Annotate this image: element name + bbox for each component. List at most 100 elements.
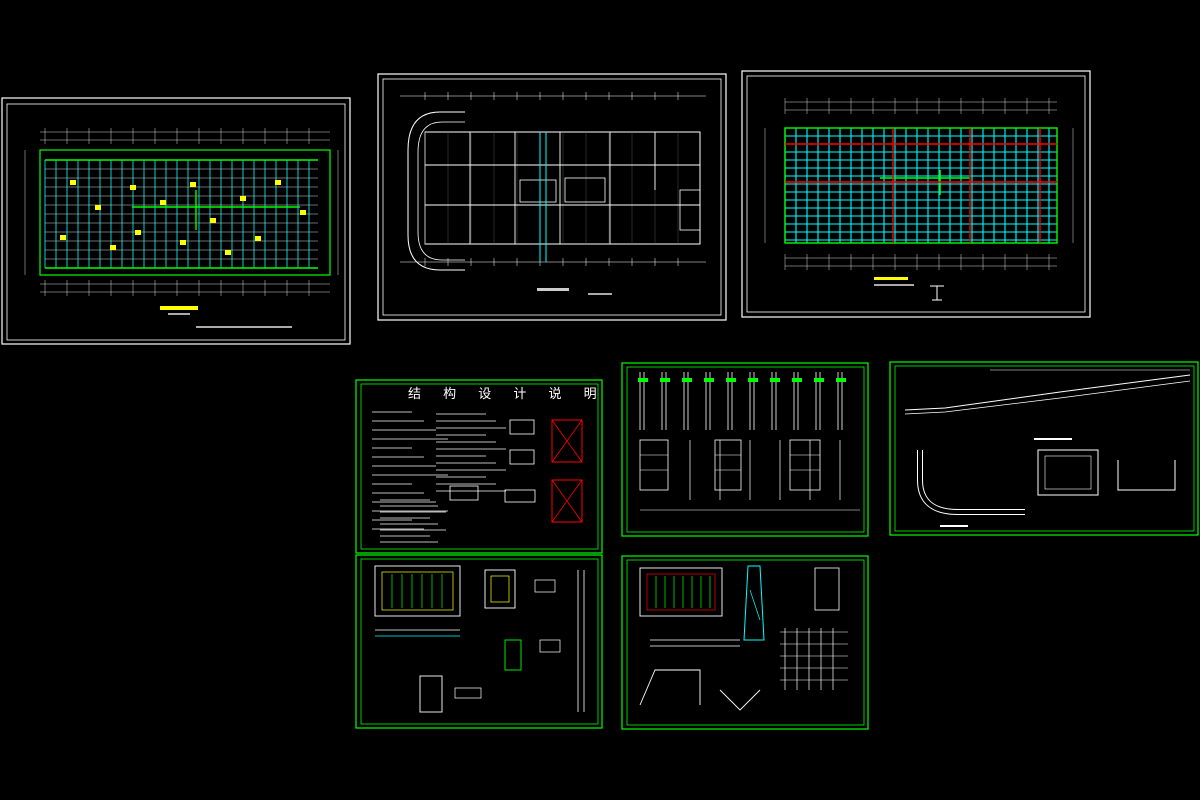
outline-wall xyxy=(39,149,331,276)
red-section-detail xyxy=(551,479,583,523)
small-detail xyxy=(509,419,535,435)
sheet-3-red-beams xyxy=(785,128,1057,243)
sheet-1-frame-outer xyxy=(1,97,351,345)
sheet-3-note-line xyxy=(874,284,914,286)
sheet-2-floor-plan[interactable] xyxy=(377,73,727,321)
sheet-6-curved-plan-inner xyxy=(918,450,1025,514)
sheet-5-frame-outer xyxy=(621,362,869,537)
sheet-4-frame-inner xyxy=(360,383,599,550)
sump-plan-inner xyxy=(490,575,510,603)
sheet-3-frame-inner xyxy=(746,75,1086,313)
yellow-column-mark xyxy=(135,230,141,235)
small-detail xyxy=(509,449,535,465)
column-detail xyxy=(814,567,840,611)
column-tag xyxy=(726,378,736,382)
sheet-3-cyan-beam-grid xyxy=(784,127,1058,244)
sheet-6-pit-detail xyxy=(1037,449,1099,496)
red-section-detail xyxy=(551,419,583,463)
sheet-1-foundation-plan[interactable] xyxy=(1,97,351,345)
sheet-5-frame-inner xyxy=(626,366,865,533)
sheet-3-dimension-lines xyxy=(764,98,1074,270)
sheet-2-frame-inner xyxy=(382,78,722,316)
column-elevation xyxy=(789,439,821,491)
sheet-1-note-line xyxy=(168,313,190,315)
small-detail xyxy=(449,485,479,501)
sheet-4-detail-drawings xyxy=(449,419,583,523)
sheet-7-slab-details[interactable] xyxy=(355,554,603,729)
small-detail xyxy=(539,639,561,653)
sheet-1-note-line-2 xyxy=(196,326,292,328)
sheet-2-curved-ramp-inner xyxy=(417,121,465,261)
column-tag xyxy=(836,378,846,382)
sheet-6-ramp-line-2 xyxy=(904,380,1191,415)
small-detail xyxy=(534,579,556,593)
sheet-4-frame-outer xyxy=(355,379,603,554)
small-detail xyxy=(504,489,536,503)
yellow-column-mark xyxy=(225,250,231,255)
sheet-2-title-block xyxy=(537,288,569,291)
yellow-column-mark xyxy=(275,180,281,185)
sheet-2-curved-ramp xyxy=(407,111,465,271)
sheet-6-channel-detail xyxy=(1117,460,1176,491)
sheet-6-label-1 xyxy=(1034,438,1072,440)
yellow-column-mark xyxy=(95,205,101,210)
sheet-2-note-line xyxy=(588,293,612,295)
sheet-4-design-notes[interactable]: 结 构 设 计 说 明 xyxy=(355,379,606,554)
sump-detail xyxy=(419,675,443,713)
sump-detail xyxy=(504,639,522,671)
column-elevation xyxy=(639,439,669,491)
sheet-3-beam-plan[interactable] xyxy=(741,70,1091,318)
sheet-7-frame-outer xyxy=(355,554,603,729)
ramp-section xyxy=(639,669,701,706)
pit-plan xyxy=(374,565,461,617)
sheet-6-frame-outer xyxy=(889,361,1199,536)
cyan-hatch xyxy=(749,589,761,621)
beam-outline xyxy=(784,127,1058,244)
yellow-column-mark xyxy=(180,240,186,245)
yellow-column-mark xyxy=(190,182,196,187)
sheet-6-ramp-line xyxy=(904,374,1191,411)
yellow-column-mark xyxy=(130,185,136,190)
pit-plan-inner xyxy=(381,571,454,611)
trench-section xyxy=(719,689,761,711)
yellow-column-mark xyxy=(110,245,116,250)
yellow-column-mark xyxy=(240,196,246,201)
column-elevation xyxy=(714,439,742,491)
column-tag xyxy=(704,378,714,382)
sheet-6-ramp-section[interactable] xyxy=(889,361,1199,536)
column-tag xyxy=(814,378,824,382)
sheet-8-wall-details[interactable] xyxy=(621,555,869,730)
column-tag xyxy=(682,378,692,382)
yellow-column-mark xyxy=(300,210,306,215)
elevator-core xyxy=(564,177,606,203)
small-detail xyxy=(454,687,482,699)
stair-core xyxy=(519,179,557,203)
sheet-6-frame-inner xyxy=(894,365,1195,532)
sheet-5-column-sections[interactable] xyxy=(621,362,869,537)
tank-plan xyxy=(639,567,723,617)
column-tag xyxy=(792,378,802,382)
sheet-7-frame-inner xyxy=(360,558,599,725)
sheet-3-title-block xyxy=(874,277,908,280)
yellow-column-mark xyxy=(160,200,166,205)
column-tag xyxy=(638,378,648,382)
sheet-1-title-block xyxy=(160,306,198,310)
column-tag xyxy=(748,378,758,382)
sheet-8-frame-outer xyxy=(621,555,869,730)
sump-plan xyxy=(484,569,516,609)
sheet-1-structural-grid xyxy=(39,149,331,276)
yellow-column-mark xyxy=(60,235,66,240)
sheet-4-text-blocks xyxy=(372,411,506,543)
sheet-7-detail-drawings xyxy=(374,565,585,713)
side-room xyxy=(679,189,701,231)
sheet-8-frame-inner xyxy=(626,559,865,726)
red-diagonal xyxy=(551,419,583,463)
sheet-1-dimension-lines xyxy=(24,128,339,296)
yellow-column-mark xyxy=(210,218,216,223)
sheet-6-curved-plan xyxy=(917,450,1025,515)
red-diagonal xyxy=(551,479,583,523)
building-outline xyxy=(424,131,701,245)
sheet-2-plan-lines xyxy=(400,92,706,266)
sheet-2-frame-outer xyxy=(377,73,727,321)
